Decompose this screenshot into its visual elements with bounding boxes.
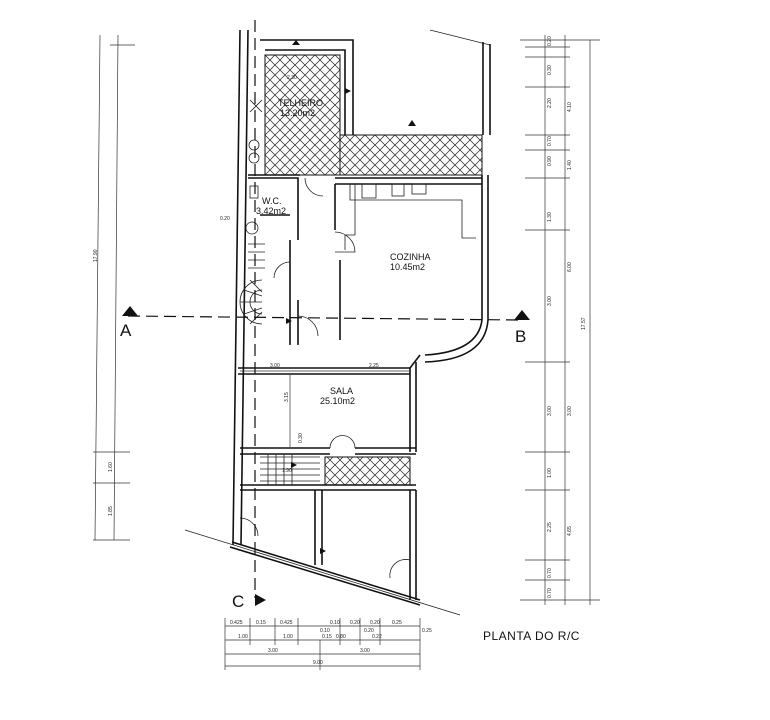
toilet-icon-2 — [248, 152, 260, 164]
section-b-label: B — [515, 327, 526, 346]
bottom-top-dim-2: 0.15 — [256, 620, 266, 626]
bottom-mid-dim-8: 0.25 — [422, 628, 432, 634]
section-lines: A B C — [120, 20, 530, 611]
right-outer-dim-3: 6.00 — [567, 262, 573, 272]
bottom-mid-dim-5: 0.80 — [336, 634, 346, 640]
right-outer-dim-5: 4.65 — [567, 526, 573, 536]
sink-icon — [249, 185, 259, 199]
door-lower-right — [389, 559, 411, 579]
bottom-top-dim-1: 0.425 — [230, 620, 243, 626]
right-dim-8: 3.00 — [547, 406, 553, 416]
toilet-icon-1 — [248, 139, 260, 151]
interior-dim-1: 2.30 — [287, 75, 297, 81]
direction-arrows — [286, 40, 416, 554]
room-labels: TELHEIRO 13.20m2 W.C. 3.42m2 COZINHA 10.… — [256, 98, 431, 406]
interior-dim-4: 0.20 — [220, 216, 230, 222]
section-c-marker — [255, 594, 266, 606]
sala-area: 25.10m2 — [320, 396, 355, 406]
bottom-total-2: 3.00 — [360, 648, 370, 654]
fixtures — [245, 99, 427, 235]
bottom-total-overall: 9.00 — [313, 660, 323, 666]
bottom-mid-dim-3: 0.10 — [320, 628, 330, 634]
door-wc — [304, 177, 324, 197]
sala-name: SALA — [330, 386, 353, 396]
bottom-top-dim-3: 0.425 — [280, 620, 293, 626]
right-dim-3: 2.20 — [547, 98, 553, 108]
right-dim-7: 3.00 — [547, 296, 553, 306]
doors — [239, 177, 411, 579]
section-a-label: A — [120, 321, 132, 340]
left-dimension-lines: 17.90 1.60 1.85 — [93, 34, 135, 541]
right-outer-dim-4: 3.00 — [567, 406, 573, 416]
interior-dim-5: 3.15 — [284, 392, 290, 402]
patio-hatch — [324, 456, 411, 486]
left-dim-total: 17.90 — [93, 249, 99, 262]
wc-area: 3.42m2 — [256, 206, 286, 216]
interior-dim-2: 2.25 — [369, 363, 379, 369]
bottom-top-dim-4: 0.10 — [330, 620, 340, 626]
toilet-icon — [245, 221, 259, 235]
door-stair — [297, 315, 319, 337]
cozinha-name: COZINHA — [390, 252, 431, 262]
counter-sink-icon — [411, 183, 427, 195]
cozinha-area: 10.45m2 — [390, 262, 425, 272]
drawing-title: PLANTA DO R/C — [483, 629, 580, 643]
door-kitchen — [334, 231, 356, 253]
door-lower-left — [239, 517, 259, 537]
sink-kitchen-icon — [391, 183, 405, 197]
bottom-mid-dim-1: 1.00 — [238, 634, 248, 640]
wc-name: W.C. — [262, 196, 282, 206]
right-dim-1: 0.20 — [547, 36, 553, 46]
door-hall — [273, 261, 291, 279]
telheiro-area: 13.20m2 — [280, 108, 315, 118]
fan-icon — [249, 99, 263, 113]
right-dimension-lines: 0.20 0.30 2.20 0.70 0.90 1.30 3.00 3.00 … — [520, 35, 600, 605]
right-dim-4: 0.70 — [547, 136, 553, 146]
bottom-mid-dim-4: 0.15 — [322, 634, 332, 640]
bottom-mid-dim-6: 0.20 — [364, 628, 374, 634]
hatched-areas — [264, 54, 483, 486]
left-dim-1: 1.60 — [108, 462, 114, 472]
bottom-dimension-lines: 0.425 0.15 0.425 0.10 0.20 0.20 0.25 1.0… — [224, 618, 432, 670]
bottom-top-dim-7: 0.25 — [392, 620, 402, 626]
telheiro-name: TELHEIRO — [278, 98, 323, 108]
right-dim-11: 0.70 — [547, 568, 553, 578]
interior-dim-3: 3.00 — [270, 363, 280, 369]
right-dim-5: 0.90 — [547, 156, 553, 166]
right-dim-10: 2.25 — [547, 522, 553, 532]
section-c-label: C — [232, 592, 244, 611]
interior-dim-6: 0.30 — [298, 433, 304, 443]
door-sala — [329, 435, 356, 449]
right-outer-dim-2: 1.40 — [567, 160, 573, 170]
bottom-mid-dim-7: 0.22 — [372, 634, 382, 640]
interior-dimensions: 2.30 2.25 3.00 0.20 3.15 0.30 1.90 — [220, 75, 379, 474]
right-dim-2: 0.30 — [547, 65, 553, 75]
right-dim-12: 0.70 — [547, 588, 553, 598]
right-dim-9: 1.00 — [547, 468, 553, 478]
telheiro-corridor-hatch — [339, 134, 483, 176]
left-dim-2: 1.85 — [108, 506, 114, 516]
right-dim-6: 1.30 — [547, 212, 553, 222]
bottom-mid-dim-2: 1.00 — [283, 634, 293, 640]
bottom-top-dim-5: 0.20 — [350, 620, 360, 626]
telheiro-hatch — [264, 54, 341, 176]
interior-dim-7: 1.90 — [282, 468, 292, 474]
section-b-marker — [514, 310, 530, 320]
walls — [184, 29, 491, 616]
bottom-total-1: 3.00 — [268, 648, 278, 654]
bottom-top-dim-6: 0.20 — [370, 620, 380, 626]
right-outer-dim-1: 4.10 — [567, 102, 573, 112]
stove-icon — [361, 183, 377, 199]
section-a-marker — [122, 306, 138, 316]
right-outer-total: 17.57 — [581, 317, 587, 330]
